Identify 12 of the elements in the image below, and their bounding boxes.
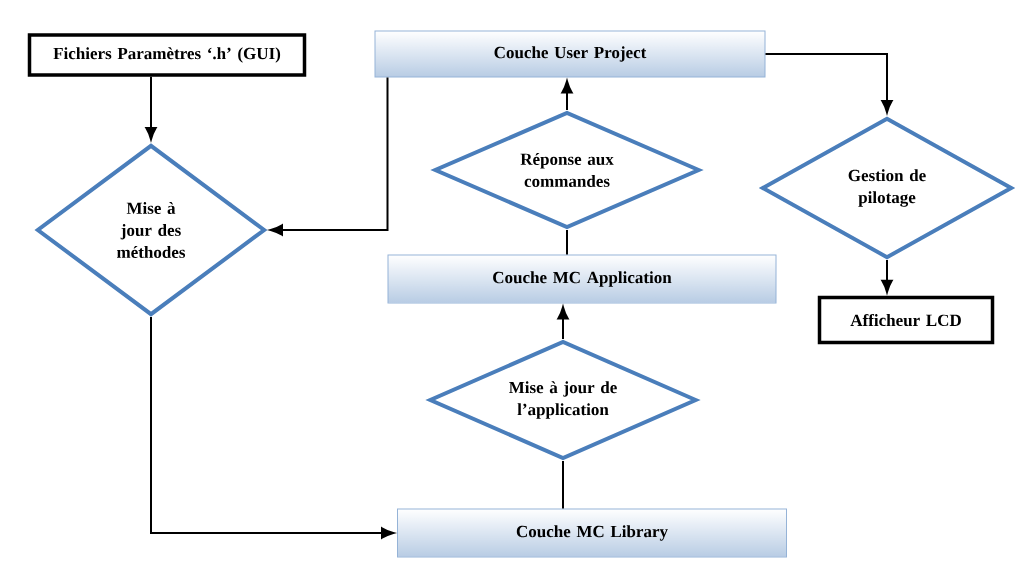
layer-box: Couche User Project: [374, 30, 766, 78]
arrow: [150, 316, 395, 539]
arrow: [269, 76, 389, 236]
arrow: [881, 259, 893, 293]
process-box: Afficheur LCD: [817, 295, 995, 345]
arrow: [557, 306, 569, 340]
arrow: [561, 80, 573, 111]
layer-box: Couche MC Application: [387, 254, 777, 304]
process-box: Fichiers Paramètres ‘.h’ (GUI): [27, 33, 307, 77]
arrow: [764, 53, 893, 114]
arrow: [145, 75, 157, 141]
layer-box: Couche MC Library: [397, 508, 787, 558]
